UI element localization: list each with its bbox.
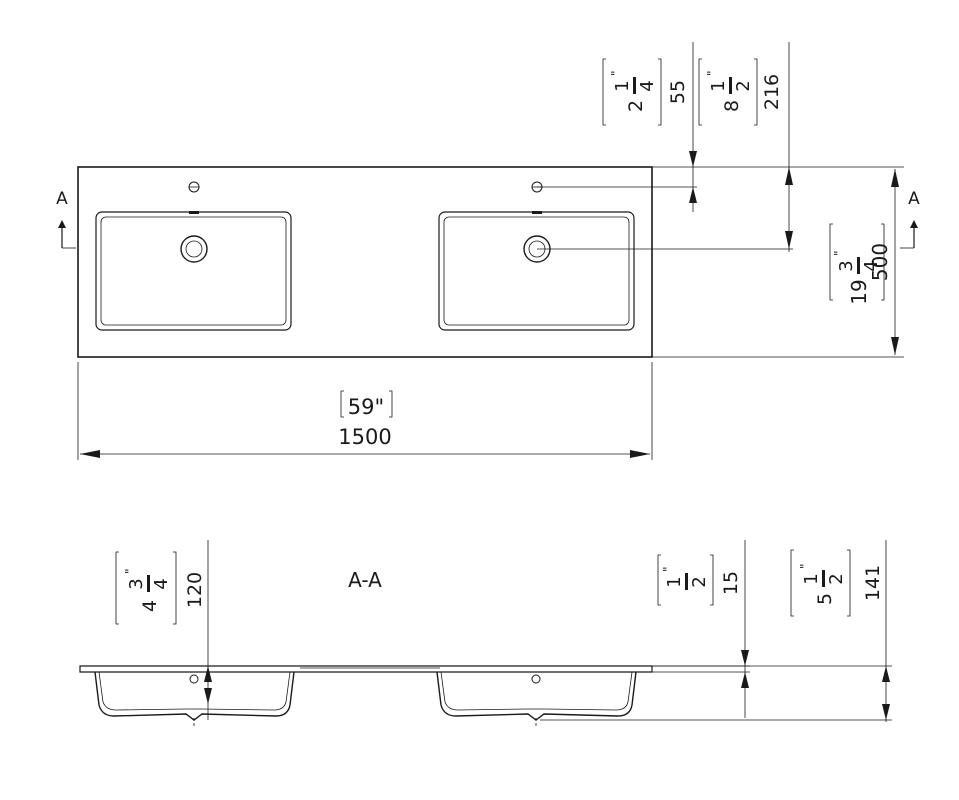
depth-in-label: 19 3 4 " — [829, 223, 885, 305]
countertop-outline — [77, 166, 653, 358]
width-in-label: 59" — [348, 395, 384, 419]
width-dimension: 1500 59" — [77, 362, 653, 460]
svg-text:2: 2 — [733, 80, 754, 91]
section-slab — [79, 665, 653, 673]
svg-text:4: 4 — [637, 80, 658, 91]
width-mm-label: 1500 — [338, 425, 391, 449]
svg-text:1: 1 — [664, 576, 685, 587]
svg-text:": " — [705, 70, 719, 76]
svg-text:A: A — [56, 189, 68, 209]
right-bowl-profile — [436, 671, 637, 721]
svg-text:2: 2 — [826, 573, 847, 584]
svg-text:1: 1 — [612, 80, 633, 91]
drain-offset-in-label: 8 1 2 " — [698, 58, 758, 126]
top-thickness-dimension: 15 1 2 " — [652, 540, 750, 718]
right-basin — [438, 181, 635, 331]
svg-text:1: 1 — [801, 573, 822, 584]
drain-icon — [180, 235, 208, 263]
svg-text:2: 2 — [625, 100, 647, 112]
svg-text:": " — [832, 250, 846, 256]
svg-text:4: 4 — [861, 260, 882, 271]
total-in-label: 5 1 2 " — [790, 549, 851, 617]
svg-text:3: 3 — [126, 578, 147, 589]
depth-dimension: 500 19 3 4 " — [652, 166, 904, 358]
left-bowl-profile — [94, 671, 295, 721]
top-mm-label: 15 — [720, 571, 742, 595]
svg-text:": " — [123, 568, 137, 574]
tap-offset-dimension: 55 2 1 4 " — [537, 42, 697, 212]
svg-text:3: 3 — [836, 260, 857, 271]
tap-offset-mm-label: 55 — [667, 80, 689, 104]
svg-text:19: 19 — [847, 279, 871, 304]
plan-view: A A 1500 59" 50 — [56, 42, 920, 460]
total-mm-label: 141 — [862, 565, 884, 601]
tap-offset-in-label: 2 1 4 " — [602, 58, 662, 126]
top-in-label: 1 2 " — [657, 554, 714, 606]
svg-text:5: 5 — [814, 593, 836, 605]
svg-text:4: 4 — [151, 578, 172, 589]
svg-text:": " — [609, 70, 623, 76]
svg-text:": " — [661, 566, 675, 572]
overflow-icon — [189, 211, 199, 214]
drain-offset-dimension: 216 8 1 2 " — [537, 42, 793, 252]
svg-text:1: 1 — [708, 80, 729, 91]
section-marker-right: A — [900, 189, 920, 249]
section-view: A-A 120 4 3 4 " — [79, 540, 892, 728]
svg-text:4: 4 — [139, 600, 161, 612]
height-in-label: 4 3 4 " — [115, 551, 177, 625]
svg-text:": " — [798, 563, 812, 569]
left-basin — [95, 181, 292, 331]
height-mm-label: 120 — [184, 572, 206, 608]
svg-text:8: 8 — [721, 100, 743, 112]
height-dimension: 120 4 3 4 " — [115, 540, 212, 720]
svg-text:2: 2 — [689, 576, 710, 587]
total-height-dimension: 141 5 1 2 " — [540, 540, 892, 722]
section-marker-left: A — [56, 189, 76, 249]
overflow-icon — [532, 211, 542, 214]
svg-text:A: A — [908, 189, 920, 209]
section-title: A-A — [348, 568, 382, 592]
drain-offset-mm-label: 216 — [761, 74, 783, 110]
depth-mm-label: 500 — [868, 243, 892, 281]
